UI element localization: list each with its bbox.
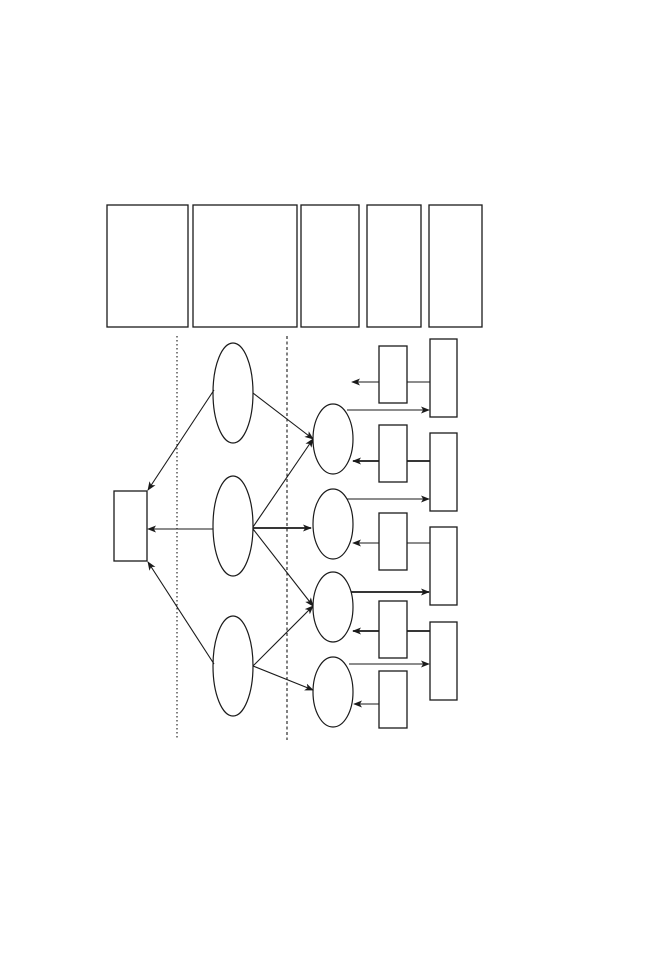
- middle-node-bottom: [212, 615, 254, 717]
- narrow-box-2: [378, 424, 408, 483]
- right-node-2: [312, 488, 354, 560]
- tall-box-1: [429, 338, 458, 418]
- arrow-bottom-to-node-4: [252, 665, 314, 691]
- arrows-from-narrow-boxes: [351, 378, 379, 708]
- middle-node-top: [212, 342, 254, 444]
- right-node-3: [312, 571, 354, 643]
- arrow-center-to-node-1: [252, 438, 314, 528]
- middle-node-center: [212, 475, 254, 577]
- narrow-box-3: [378, 512, 408, 571]
- tall-box-3: [429, 526, 458, 606]
- header-boxes: [106, 204, 483, 328]
- arrows-to-right-nodes: [252, 392, 314, 691]
- header-box-5: [428, 204, 483, 328]
- right-nodes: [312, 403, 354, 728]
- tall-box-4: [429, 621, 458, 701]
- header-box-3: [300, 204, 360, 328]
- arrows-to-target: [147, 389, 215, 665]
- right-node-4: [312, 656, 354, 728]
- tall-box-2: [429, 432, 458, 512]
- header-box-4: [366, 204, 422, 328]
- connectors-tall-to-narrow: [407, 381, 430, 632]
- arrow-top-to-node-1: [252, 392, 314, 440]
- header-box-1: [106, 204, 189, 328]
- arrow-bottom-to-target: [147, 561, 215, 665]
- narrow-box-5: [378, 670, 408, 729]
- narrow-box-1: [378, 345, 408, 404]
- right-node-1: [312, 403, 354, 475]
- arrows-to-tall-boxes: [347, 406, 430, 668]
- arrow-center-to-node-3: [252, 528, 314, 607]
- narrow-box-4: [378, 600, 408, 659]
- middle-nodes: [212, 342, 254, 717]
- target-box: [113, 490, 148, 562]
- header-box-2: [192, 204, 298, 328]
- tall-boxes: [429, 338, 458, 701]
- narrow-boxes: [378, 345, 408, 729]
- arrow-bottom-to-node-3: [252, 605, 314, 667]
- arrow-top-to-target: [147, 389, 215, 491]
